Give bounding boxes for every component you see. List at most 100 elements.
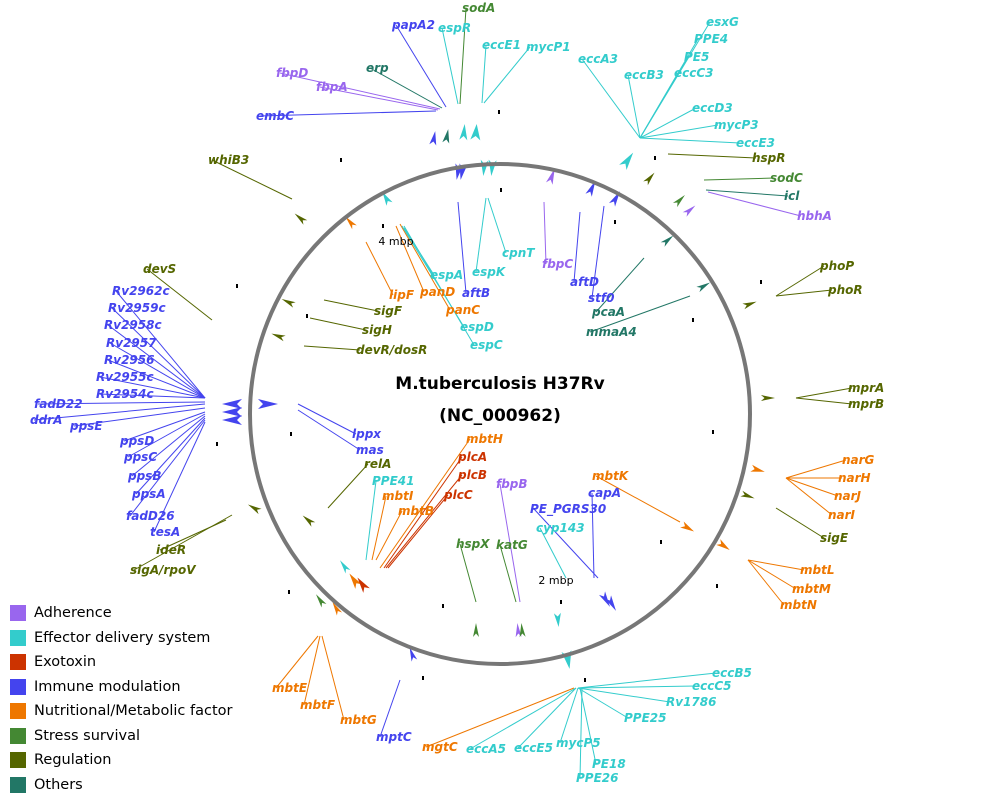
tick-mark-11: [290, 432, 292, 436]
connector-mgtc: [425, 687, 575, 748]
connector-soda: [459, 7, 467, 105]
connector-devs: [146, 268, 213, 321]
gene-label-rv2954c: Rv2954c: [96, 387, 154, 401]
gene-label-pe5: PE5: [684, 50, 709, 64]
gene-marker-4: [470, 124, 481, 141]
connector-narg: [785, 459, 847, 479]
tick-mark-16: [560, 600, 562, 604]
gene-label-mprb: mprB: [848, 397, 884, 411]
gene-label-eccc3: eccC3: [674, 66, 714, 80]
connector-sodc: [703, 177, 775, 181]
connector-fbpb: [499, 483, 521, 603]
gene-marker-29: [519, 623, 526, 638]
gene-label-ppse: ppsE: [69, 419, 103, 433]
connector-espk: [475, 197, 487, 273]
legend-label: Adherence: [34, 605, 112, 622]
gene-marker-31: [409, 647, 418, 662]
connector-mas: [297, 409, 361, 451]
connector-mbtg: [321, 635, 345, 721]
gene-label-pe-pgrs30: PE_PGRS30: [530, 502, 606, 517]
connector-whib3: [211, 159, 293, 200]
connector-rv2962c: [115, 290, 206, 399]
gene-marker-21: [740, 490, 755, 499]
connector-erp: [369, 67, 443, 109]
gene-marker-9: [545, 168, 555, 185]
tick-mark-14: [716, 584, 718, 588]
legend-item: Regulation: [10, 748, 232, 773]
gene-label-aftd: aftD: [570, 275, 599, 289]
gene-marker-16: [660, 235, 674, 247]
connector-plcc: [387, 494, 449, 569]
gene-label-devs: devS: [143, 262, 176, 276]
gene-marker-42: [258, 399, 278, 409]
gene-label-mbtb: mbtB: [398, 504, 434, 518]
gene-marker-18: [742, 301, 757, 310]
connector-rv2959c: [111, 307, 206, 399]
connector-mbtl: [747, 559, 805, 571]
gene-marker-1: [429, 131, 437, 146]
gene-label-rv2956: Rv2956: [104, 353, 154, 367]
legend-label: Nutritional/Metabolic factor: [34, 703, 233, 720]
gene-label-lipf: lipF: [389, 288, 415, 302]
connector-mycp1: [483, 46, 531, 104]
gene-label-pe18: PE18: [592, 757, 626, 771]
gene-label-panc: panC: [445, 303, 480, 317]
connector-cpnt: [487, 197, 507, 254]
legend-label: Exotoxin: [34, 654, 97, 671]
gene-label-espa: espA: [430, 268, 463, 282]
connector-fbpd: [279, 72, 441, 110]
legend-label: Effector delivery system: [34, 629, 211, 646]
connector-eccc5: [577, 685, 697, 689]
connector-embc: [259, 110, 437, 117]
gene-label-phor: phoR: [827, 283, 863, 297]
gene-label-mgtc: mgtC: [422, 740, 458, 754]
gene-marker-7: [480, 159, 489, 176]
connector-stf0: [591, 205, 605, 299]
gene-label-plca: plcA: [457, 450, 487, 464]
connector-hbha: [707, 191, 802, 217]
tick-mark-17: [442, 604, 444, 608]
connector-mbtf: [303, 635, 321, 706]
gene-label-ecce1: eccE1: [482, 38, 521, 52]
legend-item: Effector delivery system: [10, 626, 232, 651]
connector-ecca3: [581, 58, 641, 139]
connector-mbth: [379, 438, 471, 569]
gene-marker-14: [672, 195, 685, 208]
gene-label-plcc: plcC: [443, 488, 473, 502]
tick-mark-12: [216, 442, 218, 446]
gene-label-ppsd: ppsD: [119, 434, 154, 448]
connector-rela: [327, 463, 369, 509]
gene-marker-30: [473, 623, 479, 637]
gene-marker-2: [442, 129, 450, 144]
gene-label-fbpb: fbpB: [496, 477, 528, 491]
connector-sigf: [323, 299, 379, 312]
gene-label-fbpc: fbpC: [542, 257, 573, 271]
gene-label-rv2957: Rv2957: [106, 336, 157, 350]
connector-capa: [591, 492, 595, 579]
gene-marker-32: [332, 601, 343, 616]
connector-lppx: [297, 403, 357, 435]
connector-papa2: [395, 24, 447, 108]
connector-lipf: [365, 241, 394, 296]
gene-label-espd: espD: [460, 320, 494, 334]
gene-label-mmaa4: mmaA4: [586, 325, 637, 339]
connector-katg: [499, 544, 517, 603]
tick-mark-10: [306, 314, 308, 318]
connector-ecca5: [469, 687, 577, 750]
tick-mark-2: [500, 188, 502, 192]
gene-label-tesa: tesA: [150, 525, 180, 539]
gene-label-sige: sigE: [820, 531, 849, 545]
connector-rv2955c: [99, 376, 206, 399]
connector-sigh: [309, 317, 367, 331]
gene-label-mycp5: mycP5: [556, 736, 601, 750]
gene-label-espc: espC: [470, 338, 503, 352]
gene-marker-34: [349, 573, 362, 589]
gene-label-phop: phoP: [819, 259, 854, 273]
gene-marker-37: [302, 515, 316, 527]
gene-label-icl: icl: [784, 189, 800, 203]
gene-label-fadd26: fadD26: [126, 509, 175, 523]
gene-marker-24: [598, 591, 610, 607]
gene-marker-33: [315, 594, 327, 608]
